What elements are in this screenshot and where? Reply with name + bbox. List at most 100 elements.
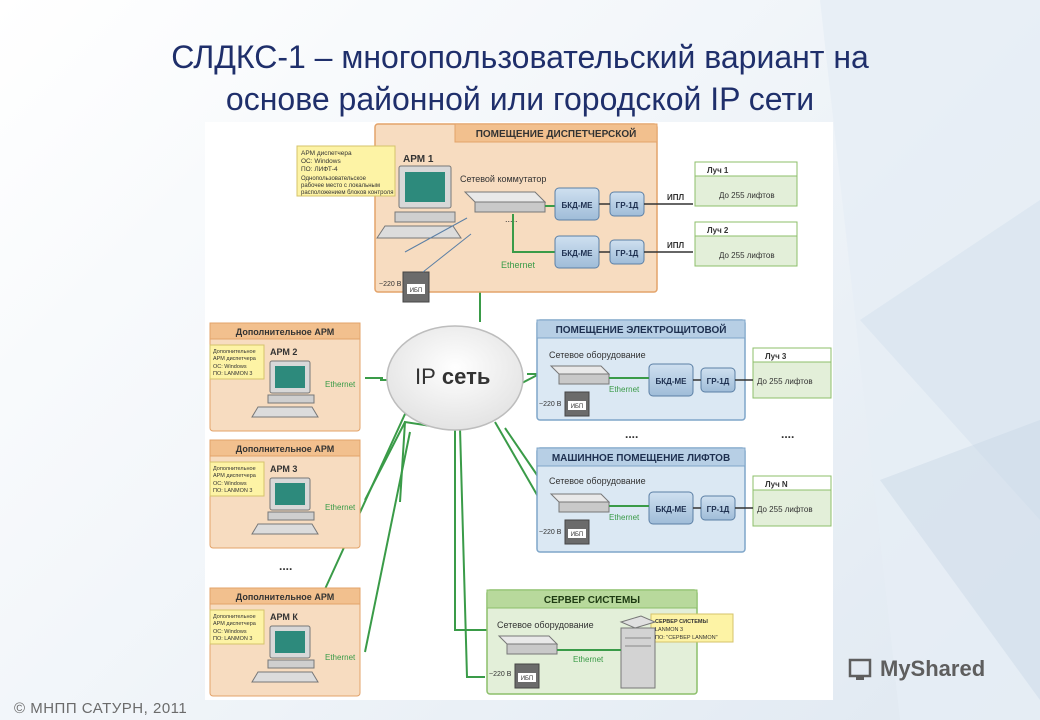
machine-room: МАШИННОЕ ПОМЕЩЕНИЕ ЛИФТОВ Сетевое оборуд… xyxy=(536,447,753,553)
svg-text:До 255 лифтов: До 255 лифтов xyxy=(719,251,775,260)
svg-text:LANMON 3: LANMON 3 xyxy=(655,627,683,633)
svg-text:ПО: LANMON 3: ПО: LANMON 3 xyxy=(213,636,252,642)
computer-icon xyxy=(251,477,319,535)
dispatch-note-4: Однопользовательское xyxy=(301,176,367,182)
svg-text:ОС: Windows: ОС: Windows xyxy=(213,481,247,487)
svg-text:До 255 лифтов: До 255 лифтов xyxy=(757,377,813,386)
dispatch-note-1: АРМ диспетчера xyxy=(301,150,352,157)
svg-text:ИБП: ИБП xyxy=(571,404,584,410)
svg-text:ОС: Windows: ОС: Windows xyxy=(213,364,247,370)
watermark-text: MyShared xyxy=(880,656,986,681)
page-title: СЛДКС-1 – многопользовательский вариант … xyxy=(0,36,1040,120)
ipl-label-2: ИПЛ xyxy=(667,241,685,250)
svg-text:Дополнительное АРМ: Дополнительное АРМ xyxy=(236,592,334,602)
svg-text:IP сеть: IP сеть xyxy=(415,364,490,389)
gr-1d-block-1: ГР-1Д xyxy=(609,191,645,217)
ray-3: Луч 3 До 255 лифтов xyxy=(752,347,832,399)
title-line-1: СЛДКС-1 – многопользовательский вариант … xyxy=(171,39,869,75)
computer-icon xyxy=(376,165,462,239)
svg-text:СЕРВЕР СИСТЕМЫ: СЕРВЕР СИСТЕМЫ xyxy=(655,619,709,625)
svg-text:Сетевое оборудование: Сетевое оборудование xyxy=(497,620,594,630)
myshared-logo-icon xyxy=(848,658,872,680)
svg-text:БКД-МЕ: БКД-МЕ xyxy=(562,249,594,258)
network-equipment-icon xyxy=(497,635,559,655)
network-switch-icon: ..... xyxy=(463,191,547,224)
mid-ellipsis-2: .... xyxy=(781,427,794,441)
gr-1d-block: ГР-1Д xyxy=(700,495,736,521)
additional-arm-k: Дополнительное АРМ АРМ К Дополнительное … xyxy=(209,587,361,697)
ip-network-cloud: IP сеть xyxy=(386,325,524,431)
svg-text:АРМ К: АРМ К xyxy=(270,612,298,622)
bkd-me-block: БКД-МЕ xyxy=(648,363,694,397)
svg-text:АРМ диспетчера: АРМ диспетчера xyxy=(213,473,257,479)
network-word: сеть xyxy=(436,364,491,389)
svg-text:До 255 лифтов: До 255 лифтов xyxy=(757,505,813,514)
gr-1d-block-2: ГР-1Д xyxy=(609,239,645,265)
svg-text:ОС: Windows: ОС: Windows xyxy=(213,629,247,635)
svg-text:ПО: LANMON 3: ПО: LANMON 3 xyxy=(213,371,252,377)
ip-label: IP xyxy=(415,364,436,389)
svg-text:Луч 3: Луч 3 xyxy=(765,352,787,361)
svg-text:АРМ диспетчера: АРМ диспетчера xyxy=(213,621,257,627)
bkd-me-block: БКД-МЕ xyxy=(648,491,694,525)
svg-text:Дополнительное: Дополнительное xyxy=(213,614,256,620)
cloud-links xyxy=(364,369,548,653)
svg-text:Дополнительное: Дополнительное xyxy=(213,349,256,355)
arm-ellipsis: .... xyxy=(279,559,292,573)
watermark: MyShared xyxy=(848,656,985,682)
dispatch-note-2: ОС: Windows xyxy=(301,158,341,165)
ups-icon: ИБП xyxy=(564,519,590,545)
svg-text:АРМ 2: АРМ 2 xyxy=(270,347,297,357)
server-tower-icon xyxy=(619,615,657,689)
mid-ellipsis-1: .... xyxy=(625,427,638,441)
dispatch-arm-label: АРМ 1 xyxy=(403,154,434,165)
svg-text:ИБП: ИБП xyxy=(521,676,534,682)
svg-text:БКД-МЕ: БКД-МЕ xyxy=(656,377,688,386)
electrical-room-header: ПОМЕЩЕНИЕ ЭЛЕКТРОЩИТОВОЙ xyxy=(556,323,727,336)
svg-text:Луч 1: Луч 1 xyxy=(707,166,729,175)
dispatch-note-3: ПО: ЛИФТ-4 xyxy=(301,166,338,173)
svg-text:ГР-1Д: ГР-1Д xyxy=(707,505,730,514)
gr-1d-block: ГР-1Д xyxy=(700,367,736,393)
svg-text:Ethernet: Ethernet xyxy=(573,655,604,664)
dispatch-note-6: расположением блоков контроля xyxy=(301,190,393,196)
ipl-label-1: ИПЛ xyxy=(667,193,685,202)
copyright-footer: © МНПП САТУРН, 2011 xyxy=(14,700,188,717)
dispatch-ethernet-label: Ethernet xyxy=(501,260,536,270)
switch-label: Сетевой коммутатор xyxy=(460,174,546,184)
bkd-me-block-2: БКД-МЕ xyxy=(554,235,600,269)
dispatch-room: ПОМЕЩЕНИЕ ДИСПЕТЧЕРСКОЙ АРМ 1 АРМ диспет… xyxy=(296,123,693,303)
svg-text:Дополнительное АРМ: Дополнительное АРМ xyxy=(236,444,334,454)
title-line-2: основе районной или городской IP сети xyxy=(225,81,815,117)
svg-text:~220 В: ~220 В xyxy=(539,401,562,408)
svg-text:Луч 2: Луч 2 xyxy=(707,226,729,235)
dispatch-room-header: ПОМЕЩЕНИЕ ДИСПЕТЧЕРСКОЙ xyxy=(476,127,637,140)
svg-text:ПО: LANMON 3: ПО: LANMON 3 xyxy=(213,488,252,494)
additional-arm-3: Дополнительное АРМ АРМ 3 Дополнительное … xyxy=(209,439,361,549)
svg-text:~220 В: ~220 В xyxy=(489,671,512,678)
svg-text:АРМ 3: АРМ 3 xyxy=(270,464,297,474)
network-diagram: ПОМЕЩЕНИЕ ДИСПЕТЧЕРСКОЙ АРМ 1 АРМ диспет… xyxy=(205,122,833,700)
svg-text:БКД-МЕ: БКД-МЕ xyxy=(562,201,594,210)
svg-text:Ethernet: Ethernet xyxy=(325,653,356,662)
computer-icon xyxy=(251,625,319,683)
svg-text:.....: ..... xyxy=(505,214,518,224)
svg-text:ГР-1Д: ГР-1Д xyxy=(616,201,639,210)
network-diagram-svg: ПОМЕЩЕНИЕ ДИСПЕТЧЕРСКОЙ АРМ 1 АРМ диспет… xyxy=(209,123,832,697)
machine-room-header: МАШИННОЕ ПОМЕЩЕНИЕ ЛИФТОВ xyxy=(552,453,730,464)
svg-text:Сетевое оборудование: Сетевое оборудование xyxy=(549,350,646,360)
ray-2: Луч 2 До 255 лифтов xyxy=(694,221,798,267)
svg-text:ИБП: ИБП xyxy=(571,532,584,538)
svg-text:Дополнительное: Дополнительное xyxy=(213,466,256,472)
server-room: СЕРВЕР СИСТЕМЫ Сетевое оборудование Ethe… xyxy=(486,589,734,695)
svg-text:~220 В: ~220 В xyxy=(539,529,562,536)
svg-text:ГР-1Д: ГР-1Д xyxy=(616,249,639,258)
svg-text:Ethernet: Ethernet xyxy=(325,503,356,512)
svg-text:Дополнительное АРМ: Дополнительное АРМ xyxy=(236,327,334,337)
svg-text:ИБП: ИБП xyxy=(410,288,423,294)
ray-n: Луч N До 255 лифтов xyxy=(752,475,832,527)
additional-arm-2: Дополнительное АРМ АРМ 2 Дополнительное … xyxy=(209,322,361,432)
network-equipment-icon xyxy=(549,493,611,513)
bkd-me-block-1: БКД-МЕ xyxy=(554,187,600,221)
computer-icon xyxy=(251,360,319,418)
